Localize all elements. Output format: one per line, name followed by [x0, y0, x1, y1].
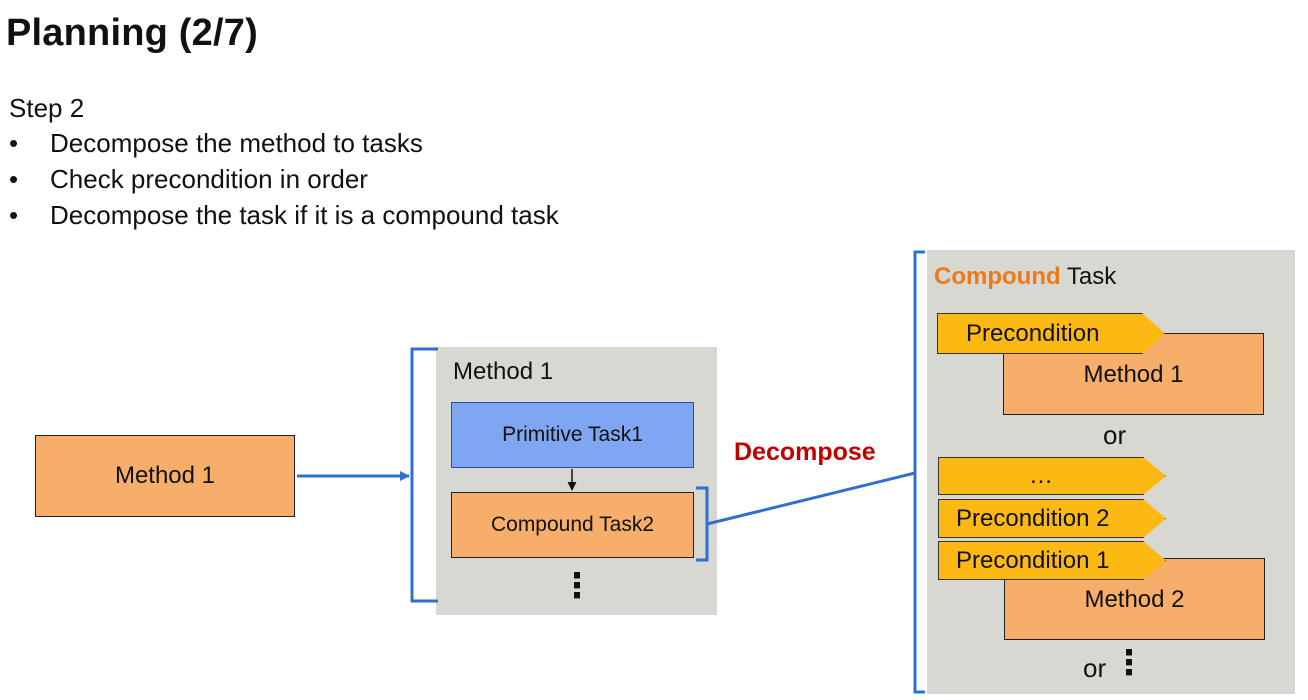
- compound-task-label: Compound Task2: [490, 513, 655, 536]
- method-continuation-dots: ⋮: [560, 567, 594, 605]
- or-separator-1: or: [1103, 420, 1127, 450]
- precondition-ellipsis-label: …: [1029, 462, 1053, 489]
- precondition-ellipsis-tag: …: [938, 457, 1166, 495]
- method-node-left: Method 1: [35, 435, 295, 517]
- method-panel: [436, 347, 717, 615]
- bullet-text: Decompose the method to tasks: [50, 128, 423, 158]
- bullet-text: Decompose the task if it is a compound t…: [50, 200, 559, 230]
- compound-task-bracket: [696, 486, 709, 562]
- primitive-task-node: Primitive Task1: [451, 402, 694, 468]
- bullet-glyph: •: [9, 164, 19, 194]
- compound-panel-bracket: [913, 250, 925, 694]
- method-1-label: Method 1: [1083, 361, 1184, 388]
- method-2-label: Method 2: [1084, 586, 1185, 613]
- step-label: Step 2: [9, 93, 85, 123]
- method-panel-bracket: [410, 347, 438, 603]
- compound-task-node: Compound Task2: [451, 492, 694, 558]
- task-word: Task: [1060, 263, 1117, 290]
- precondition-2-tag: Precondition 2: [938, 499, 1166, 538]
- compound-task-panel-title: Compound Task: [934, 263, 1116, 291]
- precondition-1-tag: Precondition 1: [938, 541, 1166, 580]
- bullet-text: Check precondition in order: [50, 164, 368, 194]
- decompose-connector: [706, 471, 916, 526]
- method-panel-title: Method 1: [453, 358, 554, 385]
- or-separator-2: or: [1083, 653, 1107, 683]
- precondition-2-label: Precondition 2: [956, 505, 1110, 532]
- compound-word: Compound: [934, 263, 1061, 290]
- bullet-glyph: •: [9, 128, 19, 158]
- method-node-label: Method 1: [114, 462, 216, 489]
- compound-continuation-dots: ⋮: [1112, 644, 1146, 682]
- precondition-tag: Precondition: [937, 313, 1165, 354]
- precondition-label: Precondition: [966, 320, 1100, 347]
- page-title: Planning (2/7): [6, 12, 258, 54]
- primitive-task-label: Primitive Task1: [502, 423, 643, 446]
- decompose-label: Decompose: [734, 438, 876, 466]
- precondition-1-label: Precondition 1: [956, 547, 1110, 574]
- bullet-glyph: •: [9, 200, 19, 230]
